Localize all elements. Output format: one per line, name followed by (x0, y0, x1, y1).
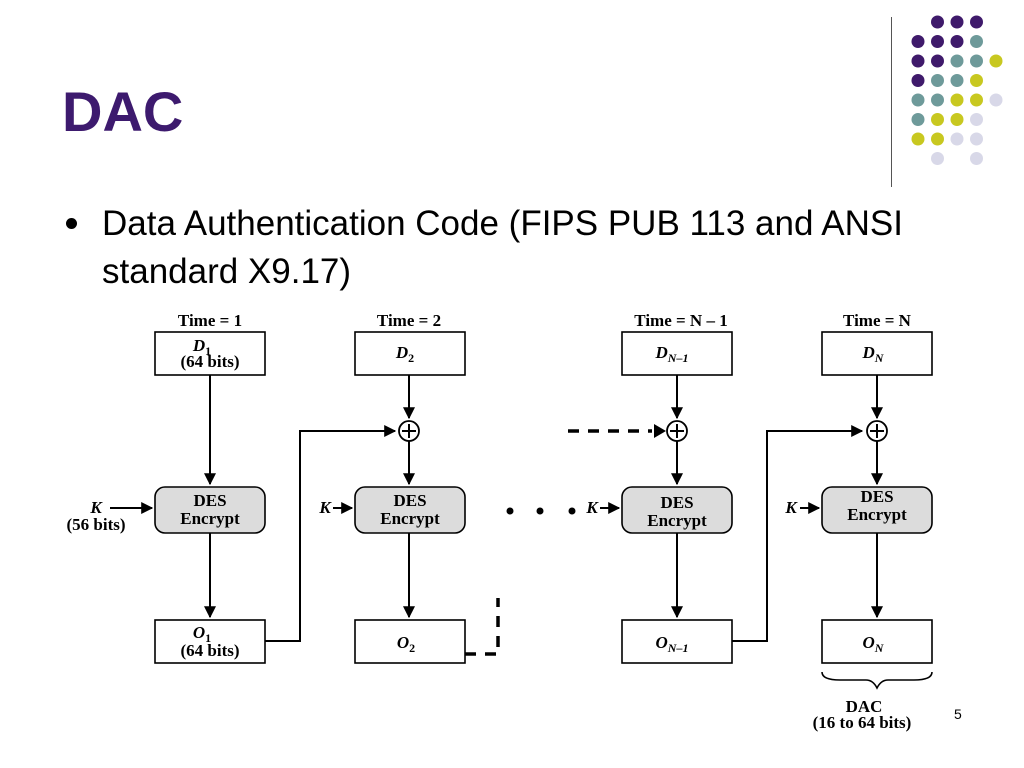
output-box-4 (821, 619, 933, 664)
decorative-dot (970, 93, 983, 107)
decorative-dot (931, 152, 944, 165)
decorative-dot (970, 35, 983, 48)
bullet-dot (66, 218, 77, 229)
input-box-3 (621, 331, 733, 376)
decorative-dot (911, 54, 925, 68)
decorative-dot (931, 93, 944, 107)
decorative-dot (911, 93, 925, 107)
input-bits-1: (64 bits) (180, 352, 239, 371)
input-label-1: D1 (192, 336, 211, 358)
des-label-3b: Encrypt (647, 511, 707, 530)
dashed-continuation-out (465, 598, 500, 656)
input-label-3: DN–1 (655, 343, 689, 365)
output-bits-1: (64 bits) (180, 641, 239, 660)
key-label-2: K (318, 498, 332, 517)
ellipsis-dot (568, 507, 576, 515)
stage-n-minus-1: Time = N – 1 DN–1 DES Encrypt K ON–1 (585, 311, 733, 664)
decorative-dot (950, 54, 964, 68)
key-bits-1: (56 bits) (66, 515, 125, 534)
key-label-3: K (585, 498, 599, 517)
input-label-2: D2 (395, 343, 414, 365)
time-label-3: Time = N – 1 (634, 311, 727, 330)
des-label-4a: DES (860, 487, 893, 506)
decorative-dot (970, 15, 983, 29)
output-box-1 (154, 619, 266, 664)
decorative-dot (911, 35, 925, 48)
decorative-dot (950, 35, 964, 48)
dac-brace (821, 671, 933, 690)
output-box-3 (621, 619, 733, 664)
output-label-4: ON (863, 633, 885, 655)
output-label-3: ON–1 (656, 633, 689, 655)
decorative-dot (931, 35, 944, 48)
decorative-dot (950, 132, 964, 146)
decorative-dot (911, 113, 925, 126)
decorative-dot (931, 132, 944, 146)
slide-title: DAC (62, 80, 184, 143)
output-label-2: O2 (397, 633, 415, 655)
time-label-1: Time = 1 (178, 311, 242, 330)
key-label-4: K (784, 498, 798, 517)
decorative-dot (970, 152, 983, 165)
decorative-dot (931, 15, 944, 29)
time-label-4: Time = N (843, 311, 912, 330)
decorative-dot (970, 54, 983, 68)
decorative-dot (989, 54, 1003, 68)
stage-1: Time = 1 D1 (64 bits) DES Encrypt K (56 … (66, 311, 266, 664)
decorative-dot (970, 132, 983, 146)
input-box-2 (354, 331, 466, 376)
stage-n: Time = N DN DES Encrypt K ON DAC (16 to … (784, 311, 933, 732)
input-label-4: DN (862, 343, 885, 365)
decorative-dot (931, 54, 944, 68)
ellipsis-dot (536, 507, 544, 515)
decorative-dot (970, 74, 983, 87)
feedback-line-3 (732, 425, 864, 642)
des-label-3a: DES (660, 493, 693, 512)
title-divider (891, 17, 892, 187)
page-number: 5 (954, 706, 962, 722)
decorative-dot (970, 113, 983, 126)
time-label-2: Time = 2 (377, 311, 441, 330)
decorative-dot (911, 132, 925, 146)
decorative-dot (911, 74, 925, 87)
bullet-text: Data Authentication Code (FIPS PUB 113 a… (102, 204, 903, 291)
des-label-2b: Encrypt (380, 509, 440, 528)
decorative-dot (989, 93, 1003, 107)
des-label-2a: DES (393, 491, 426, 510)
des-label-1a: DES (193, 491, 226, 510)
dac-bits: (16 to 64 bits) (813, 713, 912, 732)
decorative-dot (950, 113, 964, 126)
des-label-1b: Encrypt (180, 509, 240, 528)
output-box-2 (354, 619, 466, 664)
feedback-line-1 (265, 425, 397, 642)
input-box-1 (154, 331, 266, 376)
decorative-dot-grid (911, 15, 1003, 165)
output-label-1: O1 (193, 623, 211, 645)
dac-label: DAC (846, 697, 883, 716)
decorative-dot (931, 113, 944, 126)
ellipsis-dot (506, 507, 514, 515)
stage-2: Time = 2 D2 DES Encrypt K O2 (318, 311, 466, 664)
decorative-dot (931, 74, 944, 87)
decorative-dot (950, 15, 964, 29)
decorative-dot (950, 74, 964, 87)
key-label-1: K (89, 498, 103, 517)
des-label-4b: Encrypt (847, 505, 907, 524)
decorative-dot (950, 93, 964, 107)
